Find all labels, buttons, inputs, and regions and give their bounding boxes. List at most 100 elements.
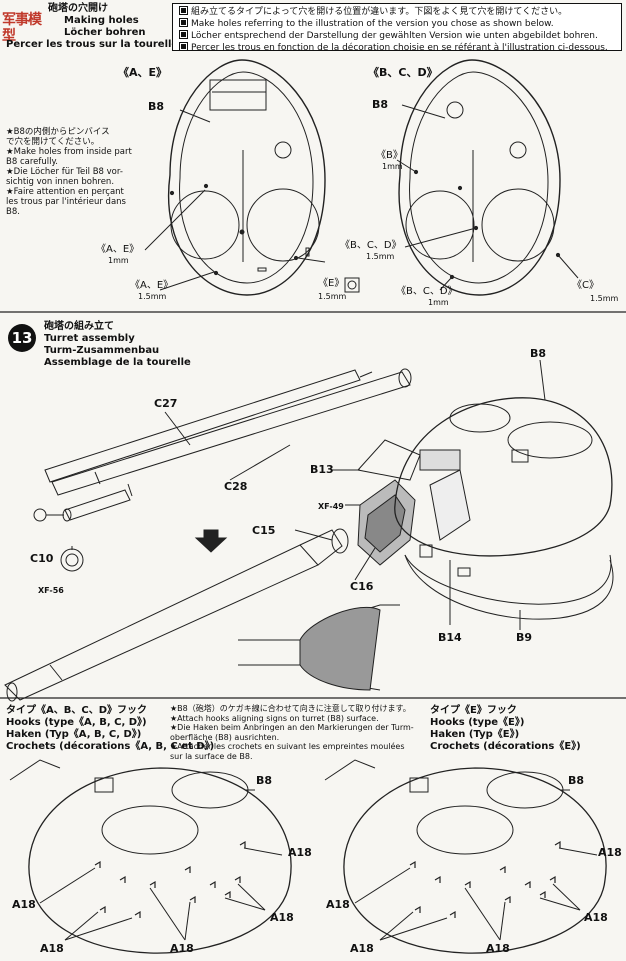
hole-size-label: 1.5mm: [138, 292, 167, 301]
hole-size-label: 1.5mm: [318, 292, 347, 301]
callout-label: 《A、E》: [96, 244, 140, 255]
callout-label: 《B、C、D》: [396, 286, 458, 297]
hole-size-label: 1.5mm: [366, 252, 395, 261]
part-label-a18: A18: [584, 911, 608, 924]
callout-label: 《A、E》: [130, 280, 174, 291]
inside-drill-note: ★B8の内側からピンバイス で穴を開けてください。 ★Make holes fr…: [6, 127, 132, 217]
main-gun-barrel: [4, 529, 343, 702]
note-jp: 組み立てるタイプによって穴を開ける位置が違います。下図をよく見て穴を開けてくださ…: [191, 7, 568, 17]
part-label-b8: B8: [530, 347, 547, 360]
bracket-b13: [357, 439, 421, 481]
note-line: oberfläche (B8) ausrichten.: [170, 732, 280, 742]
note-line: ★B8の内側からピンバイス: [6, 127, 110, 137]
drill-bit-icon: [344, 277, 360, 293]
hooks-left-title-de: Haken (Typ《A, B, C, D》): [6, 729, 142, 740]
note-marker-icon: [179, 42, 188, 51]
note-de: Löcher entsprechend der Darstellung der …: [191, 31, 598, 41]
collar-c15: [331, 528, 349, 554]
hole-size-label: 1.5mm: [590, 294, 619, 303]
part-label-a18: A18: [288, 846, 312, 859]
part-label-c16: C16: [350, 580, 374, 593]
turret-dome-b8: [394, 397, 613, 557]
note-line: ★Faire attention en perçant: [6, 187, 124, 197]
section13-title-de: Turm-Zusammenbau: [44, 345, 160, 356]
note-line: ★Make holes from inside part: [6, 147, 132, 157]
part-label-c15: C15: [252, 524, 276, 537]
ring-c10: [60, 548, 84, 572]
part-label-b8: B8: [148, 100, 165, 113]
callout-label: 《B》: [376, 150, 403, 161]
note-line: B8 carefully.: [6, 157, 58, 167]
part-label-a18: A18: [40, 942, 64, 955]
note-fr: Percer les trous en fonction de la décor…: [191, 43, 608, 53]
hook-diagram-left: [9, 759, 292, 954]
hole-size-label: 1mm: [382, 162, 403, 171]
step-number-badge: 13: [8, 324, 36, 352]
hooks-left-title-fr: Crochets (décorations《A, B, C et D》): [6, 741, 215, 752]
note-line: ★Die Haken beim Anbringen an den Markier…: [170, 723, 414, 732]
note-line: ★Attacher les crochets en suivant les em…: [170, 742, 405, 751]
note-line: で穴を開けてください。: [6, 137, 100, 147]
hooks-left-title-en: Hooks (type《A, B, C, D》): [6, 717, 147, 728]
callout-label: 《B、C、D》: [340, 240, 402, 251]
note-line: les trous par l'intérieur dans: [6, 197, 126, 207]
note-line: sichtig von innen bohren.: [6, 177, 115, 187]
section12-title-jp: 砲塔の穴開け: [48, 3, 108, 14]
hooks-right-title-fr: Crochets (décorations《E》): [430, 741, 581, 752]
tube-part: [33, 489, 131, 522]
direction-arrow: [194, 529, 228, 553]
note-line: B8.: [6, 207, 20, 217]
note-line: ★B8（砲塔）のケガキ線に合わせて向きに注意して取り付けます。: [170, 704, 411, 713]
hooks-right-title-jp: タイプ《E》フック: [430, 705, 517, 716]
watermark-logo: 军事模型: [0, 12, 44, 44]
section13-title-en: Turret assembly: [44, 333, 135, 344]
mantlet-c16: [357, 479, 416, 566]
section13-title-fr: Assemblage de la tourelle: [44, 357, 191, 368]
hole-size-label: 1mm: [108, 256, 129, 265]
turret-base-b9: [404, 544, 614, 620]
part-label-a18: A18: [598, 846, 622, 859]
note-marker-icon: [179, 6, 188, 15]
part-label-a18: A18: [170, 942, 194, 955]
hooks-left-title-jp: タイプ《A、B、C、D》フック: [6, 705, 148, 716]
version-label-bcd: 《B、C、D》: [368, 66, 438, 79]
hole-size-label: 1mm: [428, 298, 449, 307]
part-label-b13: B13: [310, 463, 334, 476]
paint-label-xf56: XF-56: [38, 586, 64, 595]
part-label-b14: B14: [438, 631, 462, 644]
part-label-a18: A18: [486, 942, 510, 955]
note-marker-icon: [179, 18, 188, 27]
barrel-c27-c28: [44, 368, 412, 497]
part-label-b9: B9: [516, 631, 533, 644]
part-label-a18: A18: [326, 898, 350, 911]
hooks-right-title-de: Haken (Typ《E》): [430, 729, 520, 740]
note-line: sur la surface de B8.: [170, 751, 253, 761]
part-label-a18: A18: [270, 911, 294, 924]
hooks-right-title-en: Hooks (type《E》): [430, 717, 525, 728]
part-label-c10: C10: [30, 552, 54, 565]
turret-shell-right: [396, 59, 579, 296]
turret-shell-left: [144, 59, 326, 296]
part-label-c27: C27: [154, 397, 178, 410]
part-label-b8: B8: [372, 98, 389, 111]
callout-label: 《C》: [572, 280, 599, 291]
section12-title-en: Making holes: [64, 15, 139, 26]
watermark-text: 军事模型: [2, 12, 42, 44]
section12-title-de: Löcher bohren: [64, 27, 146, 38]
paint-label-xf49: XF-49: [318, 502, 344, 511]
inset-mantlet-detail: [238, 604, 400, 691]
part-label-b8: B8: [568, 774, 585, 787]
hook-diagram-right: [324, 759, 607, 954]
note-marker-icon: [179, 30, 188, 39]
hooks-alignment-note: ★B8（砲塔）のケガキ線に合わせて向きに注意して取り付けます。 ★Attach …: [170, 704, 414, 761]
part-label-b8: B8: [256, 774, 273, 787]
version-label-ae: 《A、E》: [118, 66, 168, 79]
instruction-notes-box: 組み立てるタイプによって穴を開ける位置が違います。下図をよく見て穴を開けてくださ…: [172, 3, 622, 53]
section12-title-fr: Percer les trous sur la tourelle: [6, 39, 179, 50]
note-en: Make holes referring to the illustration…: [191, 19, 554, 29]
note-line: ★Attach hooks aligning signs on turret (…: [170, 713, 379, 723]
part-label-c28: C28: [224, 480, 248, 493]
note-line: ★Die Löcher für Teil B8 vor-: [6, 167, 123, 177]
part-label-a18: A18: [12, 898, 36, 911]
